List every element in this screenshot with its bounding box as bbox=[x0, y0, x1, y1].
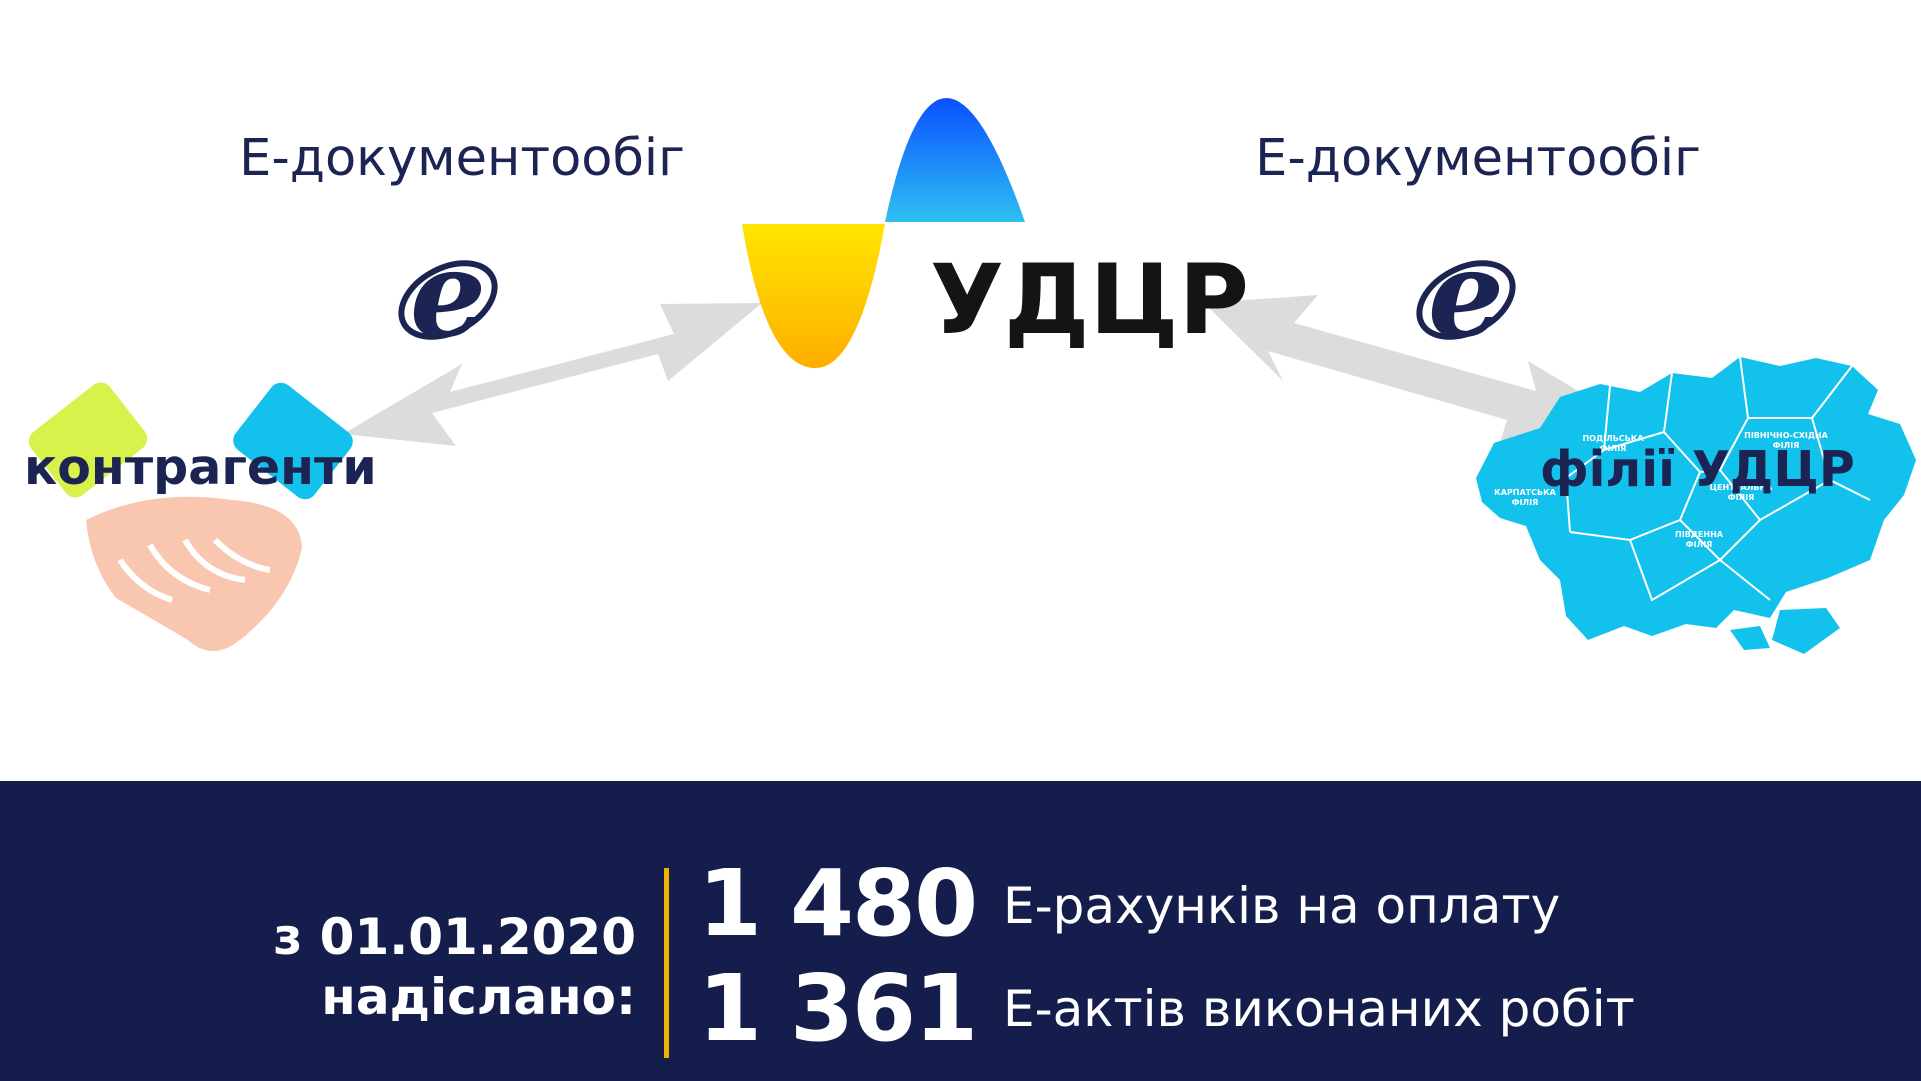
since-date-line: з 01.01.2020 bbox=[273, 908, 636, 966]
stats-footer: з 01.01.2020 надіслано: 1 480 Е-рахунків… bbox=[0, 781, 1921, 1081]
ie-e-icon: e bbox=[1416, 224, 1516, 365]
map-region-podilska: ПОДІЛЬСЬКА ФІЛІЯ bbox=[1582, 434, 1644, 453]
since-date: з 01.01.2020 надіслано: bbox=[273, 907, 636, 1027]
diagram-art: e e bbox=[28, 98, 1916, 654]
map-region-tsentralna: ЦЕНТРАЛЬНА ФІЛІЯ bbox=[1709, 483, 1773, 502]
map-region-karpatska: КАРПАТСЬКА ФІЛІЯ bbox=[1494, 488, 1556, 507]
stat-number: 1 480 bbox=[698, 850, 978, 957]
double-arrow-left bbox=[343, 303, 762, 446]
double-arrow-right bbox=[1204, 295, 1627, 452]
sent-label: надіслано: bbox=[321, 968, 636, 1026]
brand-name: УДЦР bbox=[930, 244, 1249, 356]
udcr-wave-logo bbox=[742, 98, 1025, 369]
ie-e-icon: e bbox=[398, 224, 498, 365]
stat-description: Е-рахунків на оплату bbox=[1003, 877, 1561, 935]
divider-line bbox=[664, 868, 669, 1058]
svg-text:e: e bbox=[1428, 224, 1504, 365]
edoc-left-label: Е-документообіг bbox=[239, 129, 685, 188]
stat-description: Е-актів виконаних робіт bbox=[1003, 980, 1635, 1038]
counterparties-label: контрагенти bbox=[24, 439, 377, 496]
stat-number: 1 361 bbox=[698, 955, 978, 1062]
handshake-icon bbox=[28, 382, 353, 651]
svg-text:e: e bbox=[410, 224, 486, 365]
map-region-pivdenna: ПІВДЕННА ФІЛІЯ bbox=[1675, 530, 1723, 549]
branches-label: філії УДЦР bbox=[1540, 441, 1855, 498]
map-region-pivnichno-skhidna: ПІВНІЧНО-СХІДНА ФІЛІЯ bbox=[1744, 431, 1828, 450]
ukraine-map-icon bbox=[1476, 356, 1916, 654]
edoc-right-label: Е-документообіг bbox=[1255, 129, 1701, 188]
